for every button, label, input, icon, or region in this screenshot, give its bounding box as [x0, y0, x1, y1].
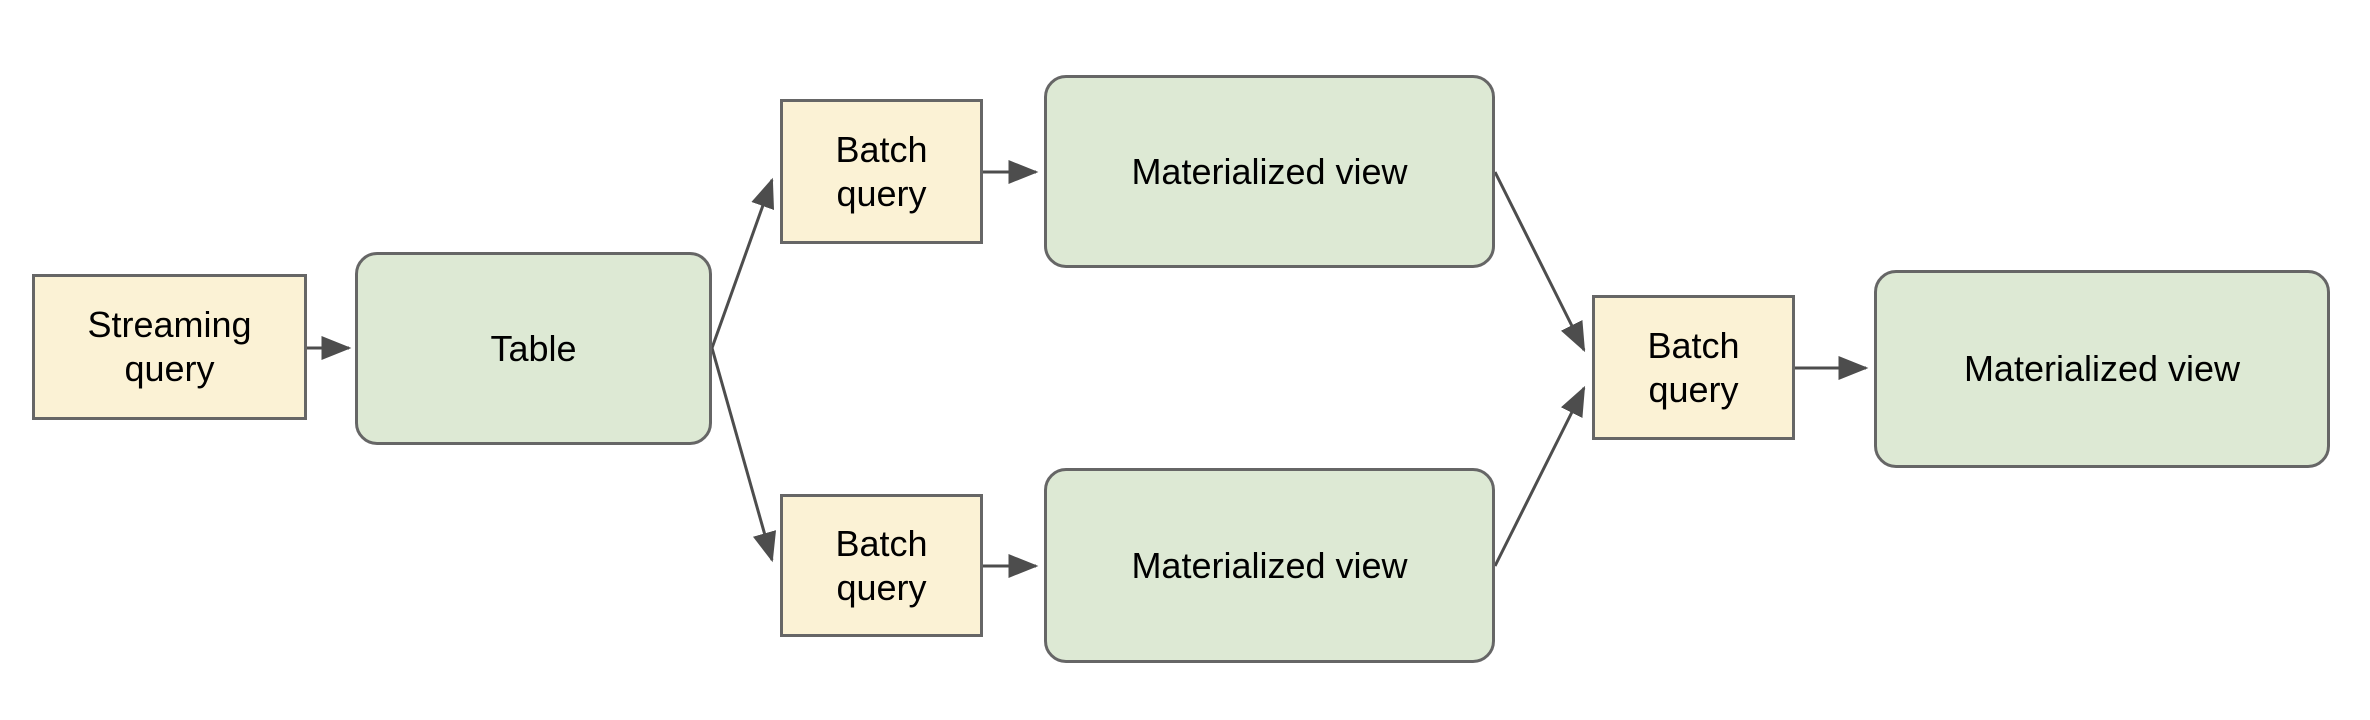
node-materialized-view-top[interactable]: Materialized view: [1044, 75, 1495, 268]
node-label-streaming-query: Streaming query: [87, 304, 252, 389]
node-materialized-view-final[interactable]: Materialized view: [1874, 270, 2330, 468]
node-label-materialized-view-final: Materialized view: [1963, 348, 2241, 390]
node-batch-query-bottom[interactable]: Batch query: [780, 494, 983, 637]
edge-view-bottom-to-batch-merge: [1493, 385, 1586, 567]
node-label-batch-query-bottom: Batch query: [835, 522, 928, 608]
node-streaming-query[interactable]: Streaming query: [32, 274, 307, 420]
node-materialized-view-bottom[interactable]: Materialized view: [1044, 468, 1495, 663]
node-batch-query-merge[interactable]: Batch query: [1592, 295, 1795, 440]
edge-table-to-batch-top: [710, 177, 775, 349]
node-batch-query-top[interactable]: Batch query: [780, 99, 983, 244]
node-label-materialized-view-top: Materialized view: [1131, 150, 1408, 192]
edge-view-top-to-batch-merge: [1493, 171, 1586, 353]
node-label-batch-query-top: Batch query: [835, 128, 928, 214]
node-label-materialized-view-bottom: Materialized view: [1131, 544, 1408, 586]
node-table[interactable]: Table: [355, 252, 712, 445]
node-label-batch-query-merge: Batch query: [1647, 324, 1740, 410]
edge-table-to-batch-bottom: [710, 347, 777, 563]
node-label-table: Table: [490, 327, 577, 369]
